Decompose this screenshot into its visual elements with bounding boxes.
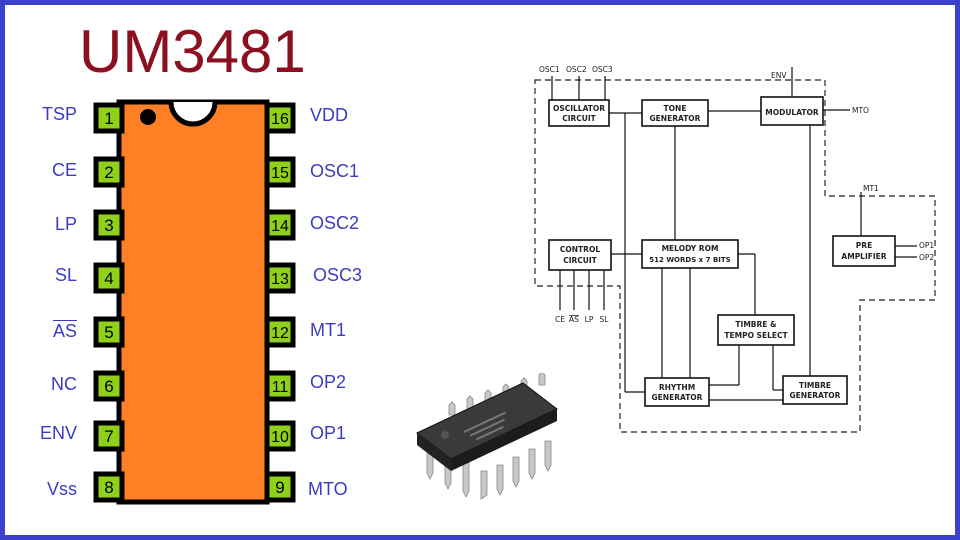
pin-5-number: 5 — [104, 323, 113, 342]
oscillator-label-1: OSCILLATOR — [553, 104, 605, 113]
tone-label-1: TONE — [664, 104, 687, 113]
timbre-tempo-label-1: TIMBRE & — [735, 320, 777, 329]
rhythm-label-2: GENERATOR — [652, 393, 703, 402]
timbre-tempo-label-2: TEMPO SELECT — [724, 331, 788, 340]
timbre-gen-label-2: GENERATOR — [790, 391, 841, 400]
pin-13-label: OSC3 — [313, 265, 363, 285]
as-input-label: AS — [569, 315, 579, 324]
lp-input-label: LP — [585, 315, 594, 324]
pin-10-number: 10 — [271, 429, 289, 446]
pin-1-number: 1 — [104, 109, 113, 128]
osc1-input-label: OSC1 — [539, 65, 560, 74]
pin-16-pad: 16 — [264, 102, 296, 134]
preamp-block — [832, 235, 896, 267]
pin-2-pad: 2 — [93, 156, 125, 188]
pin-15-label: OSC1 — [310, 161, 360, 181]
mt1-input-label: MT1 — [863, 184, 879, 193]
chip-body — [116, 99, 270, 505]
control-circuit-block — [548, 239, 612, 271]
pin-4-label: SL — [54, 265, 77, 285]
dip-package-photo — [416, 373, 558, 500]
env-label: ENV — [771, 71, 787, 80]
pin-6-number: 6 — [104, 377, 113, 396]
pin-8-pad: 8 — [93, 471, 125, 503]
pin-7-number: 7 — [104, 427, 113, 446]
pin-7-pad: 7 — [93, 420, 125, 452]
ce-input-label: CE — [555, 315, 565, 324]
rhythm-label-1: RHYTHM — [659, 383, 695, 392]
pin-3-pad: 3 — [93, 209, 125, 241]
pin-4-number: 4 — [104, 269, 113, 288]
pin-13-pad: 13 — [264, 262, 296, 294]
pin-5-label: AS — [52, 321, 77, 341]
pin-10-pad: 10 — [264, 420, 296, 452]
pin-15-pad: 15 — [264, 156, 296, 188]
chip-notch — [168, 101, 218, 127]
melody-label-1: MELODY ROM — [662, 244, 719, 253]
pin-6-pad: 6 — [93, 370, 125, 402]
pin-2-number: 2 — [104, 163, 113, 182]
melody-label-2: 512 WORDS x 7 BITS — [649, 256, 730, 264]
pin-13-number: 13 — [271, 271, 289, 288]
sl-input-label: SL — [600, 315, 610, 324]
pin-8-label: Vss — [46, 479, 77, 499]
pin-12-label: MT1 — [310, 320, 346, 340]
pin-3-number: 3 — [104, 216, 113, 235]
modulator-label: MODULATOR — [765, 108, 819, 117]
oscillator-label-2: CIRCUIT — [562, 114, 596, 123]
pin1-dot — [140, 109, 156, 125]
preamp-label-2: AMPLIFIER — [841, 252, 886, 261]
pin-6-label: NC — [51, 374, 77, 394]
pin-9-pad: 9 — [264, 471, 296, 503]
timbre-gen-label-1: TIMBRE — [799, 381, 831, 390]
pin-14-number: 14 — [271, 218, 289, 235]
op1-output-label: OP1 — [919, 241, 934, 250]
pin-16-number: 16 — [271, 111, 289, 128]
diagram-outline — [534, 79, 936, 433]
pin-1-pad: 1 — [93, 102, 125, 134]
pin-14-pad: 14 — [264, 209, 296, 241]
control-label-2: CIRCUIT — [563, 256, 597, 265]
control-label-1: CONTROL — [560, 245, 600, 254]
pin-8-number: 8 — [104, 478, 113, 497]
pin-4-pad: 4 — [93, 262, 125, 294]
pin-2-label: CE — [51, 160, 77, 180]
pin-12-number: 12 — [271, 325, 289, 342]
op2-output-label: OP2 — [919, 253, 934, 262]
pin-15-number: 15 — [271, 165, 289, 182]
osc2-input-label: OSC2 — [566, 65, 587, 74]
pin-9-label: MTO — [308, 479, 348, 499]
pin-7-label: ENV — [39, 423, 77, 443]
preamp-label-1: PRE — [856, 241, 872, 250]
pin-12-pad: 12 — [264, 316, 296, 348]
block-diagram: OSCILLATOR CIRCUIT TONE GENERATOR MODULA… — [534, 65, 936, 433]
pin-5-pad: 5 — [93, 316, 125, 348]
pin-16-label: VDD — [310, 105, 349, 125]
pin-14-label: OSC2 — [310, 213, 360, 233]
control-input-lines — [559, 270, 605, 310]
osc-input-lines — [551, 76, 606, 100]
pin-11-label: OP2 — [310, 372, 347, 392]
pin-9-number: 9 — [275, 478, 284, 497]
pin-3-label: LP — [54, 214, 77, 234]
pin-1-label: TSP — [41, 104, 77, 124]
pin-10-label: OP1 — [310, 423, 347, 443]
tone-label-2: GENERATOR — [650, 114, 701, 123]
pin-11-pad: 11 — [264, 370, 296, 402]
osc3-input-label: OSC3 — [592, 65, 613, 74]
chip-title: UM3481 — [79, 18, 306, 85]
connection-lines — [609, 109, 917, 401]
pin-11-number: 11 — [272, 379, 289, 396]
timbre-tempo-block — [717, 314, 795, 346]
mto-output-label: MTO — [852, 106, 869, 115]
